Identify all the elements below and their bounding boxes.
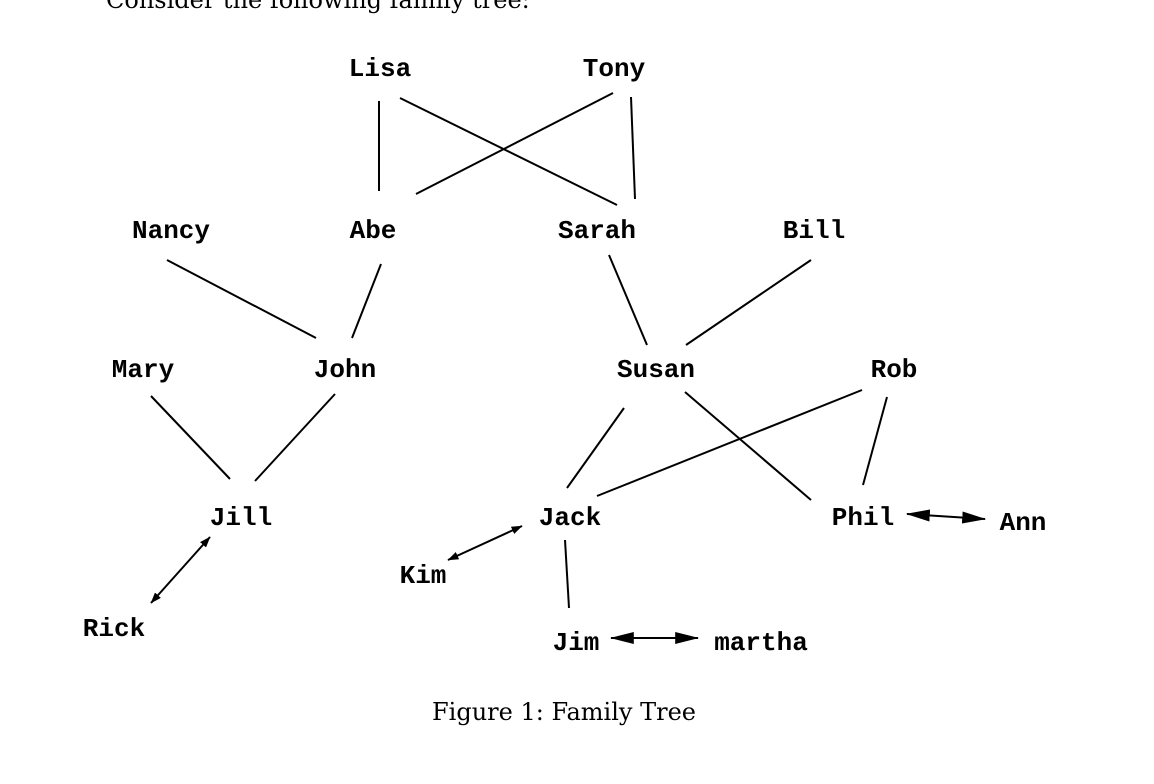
person-tony: Tony bbox=[583, 54, 646, 84]
intro-text: Consider the following family tree: bbox=[106, 0, 530, 14]
person-rick: Rick bbox=[83, 614, 145, 644]
edge-susan-jack bbox=[566, 407, 625, 489]
edge-john-jill bbox=[254, 393, 336, 482]
edge-sarah-susan bbox=[608, 254, 648, 346]
edge-nancy-john bbox=[166, 259, 317, 339]
marriage-arrow-jill-rick bbox=[150, 536, 211, 604]
person-phil: Phil bbox=[832, 503, 894, 533]
edge-tony-abe bbox=[415, 92, 614, 195]
figure-caption: Figure 1: Family Tree bbox=[432, 698, 696, 726]
person-sarah: Sarah bbox=[558, 216, 636, 246]
person-john: John bbox=[314, 355, 376, 385]
edge-abe-john bbox=[351, 263, 382, 339]
edge-rob-phil bbox=[862, 396, 888, 486]
edge-rob-jack bbox=[596, 389, 863, 497]
edge-tony-sarah bbox=[630, 96, 636, 200]
person-martha: martha bbox=[714, 628, 808, 658]
edge-jack-jim bbox=[564, 539, 570, 609]
edge-bill-susan bbox=[685, 259, 812, 346]
person-jim: Jim bbox=[553, 628, 600, 658]
person-mary: Mary bbox=[112, 355, 175, 385]
person-rob: Rob bbox=[871, 355, 918, 385]
family-tree-diagram: Lisa Tony Nancy Abe Sarah Bill Mary John… bbox=[83, 54, 1047, 658]
marriage-arrow-phil-ann bbox=[905, 509, 987, 524]
person-nancy: Nancy bbox=[132, 216, 210, 246]
marriage-arrow-jack-kim bbox=[447, 525, 523, 561]
edge-mary-jill bbox=[150, 395, 231, 480]
person-jill: Jill bbox=[210, 503, 272, 533]
person-jack: Jack bbox=[539, 503, 601, 533]
person-kim: Kim bbox=[400, 561, 447, 591]
person-bill: Bill bbox=[783, 216, 845, 246]
person-lisa: Lisa bbox=[349, 54, 411, 84]
person-susan: Susan bbox=[617, 355, 695, 385]
person-abe: Abe bbox=[350, 216, 397, 246]
edge-susan-phil bbox=[684, 391, 812, 501]
person-ann: Ann bbox=[1000, 508, 1047, 538]
edge-lisa-sarah bbox=[399, 97, 618, 206]
